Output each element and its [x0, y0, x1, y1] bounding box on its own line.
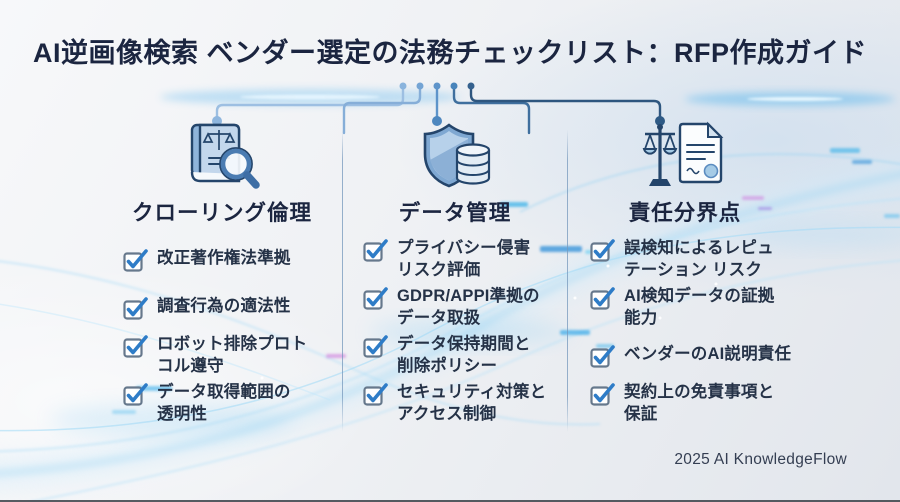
checklist-item-label: セキュリティ対策と アクセス制御 [397, 383, 547, 423]
checklist: 改正著作権法準拠 調査行為の適法性 ロボット排除プロト コル遵守 データ取得範囲… [107, 236, 337, 428]
column-responsibility: 責任分界点 誤検知によるレピュ テーション リスク AI検知データの証拠 能力 … [574, 116, 796, 428]
checked-checkbox-icon [363, 287, 388, 310]
column-data-management: データ管理 プライバシー侵害 リスク評価 GDPR/APPI準拠の データ取扱 … [345, 116, 565, 428]
checklist-item: GDPR/APPI準拠の データ取扱 [363, 284, 565, 332]
checked-checkbox-icon [590, 345, 615, 368]
checklist-item-label: 調査行為の適法性 [157, 297, 291, 315]
checklist-item: 調査行為の適法性 [123, 284, 337, 332]
column-crawling-ethics: クローリング倫理 改正著作権法準拠 調査行為の適法性 ロボット排除プロト コル遵… [107, 116, 337, 428]
checklist: プライバシー侵害 リスク評価 GDPR/APPI準拠の データ取扱 データ保持期… [345, 236, 565, 428]
checklist-item: 改正著作権法準拠 [123, 236, 337, 284]
checked-checkbox-icon [123, 249, 148, 272]
checked-checkbox-icon [123, 297, 148, 320]
checklist-item: 契約上の免責事項と 保証 [590, 380, 796, 428]
checked-checkbox-icon [590, 287, 615, 310]
checklist-item-label: AI検知データの証拠 能力 [624, 287, 775, 327]
column-header: データ管理 [398, 201, 512, 225]
shield-database-icon [345, 116, 565, 198]
checked-checkbox-icon [123, 383, 148, 406]
column-divider [342, 130, 343, 432]
checklist-item-label: 契約上の免責事項と 保証 [624, 383, 775, 423]
checked-checkbox-icon [363, 383, 388, 406]
credit-text: 2025 AI KnowledgeFlow [674, 451, 847, 468]
checked-checkbox-icon [123, 335, 148, 358]
checked-checkbox-icon [363, 335, 388, 358]
checklist: 誤検知によるレピュ テーション リスク AI検知データの証拠 能力 ベンダーのA… [574, 236, 796, 428]
scales-document-icon [574, 116, 796, 198]
book-scales-magnifier-icon [107, 116, 337, 198]
checklist-item: ロボット排除プロト コル遵守 [123, 332, 337, 380]
checklist-item-label: 誤検知によるレピュ テーション リスク [624, 239, 774, 279]
checked-checkbox-icon [590, 239, 615, 262]
checklist-item-label: プライバシー侵害 リスク評価 [397, 239, 531, 279]
checklist-item: ベンダーのAI説明責任 [590, 332, 796, 380]
checklist-item: データ保持期間と 削除ポリシー [363, 332, 565, 380]
column-header: クローリング倫理 [131, 201, 312, 225]
checklist-item-label: GDPR/APPI準拠の データ取扱 [397, 287, 540, 327]
checked-checkbox-icon [590, 383, 615, 406]
checklist-item: AI検知データの証拠 能力 [590, 284, 796, 332]
checklist-item-label: 改正著作権法準拠 [157, 249, 291, 267]
checklist-item-label: データ保持期間と 削除ポリシー [397, 335, 531, 375]
checklist-item-label: データ取得範囲の 透明性 [157, 383, 291, 423]
checklist-item-label: ベンダーのAI説明責任 [624, 345, 792, 363]
checklist-item: セキュリティ対策と アクセス制御 [363, 380, 565, 428]
column-header: 責任分界点 [628, 201, 742, 225]
checklist-item: 誤検知によるレピュ テーション リスク [590, 236, 796, 284]
checklist-item: データ取得範囲の 透明性 [123, 380, 337, 428]
checklist-item-label: ロボット排除プロト コル遵守 [157, 335, 308, 375]
page-title: AI逆画像検索 ベンダー選定の法務チェックリスト：RFP作成ガイド [32, 38, 867, 68]
checked-checkbox-icon [363, 239, 388, 262]
checklist-item: プライバシー侵害 リスク評価 [363, 236, 565, 284]
column-divider [567, 130, 568, 432]
